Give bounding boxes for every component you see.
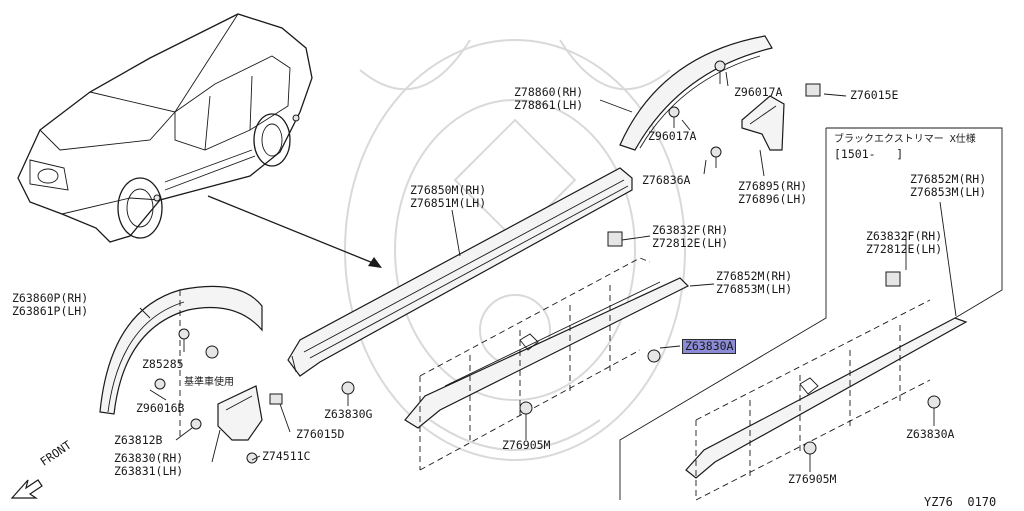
diagram-code: YZ76 0170 bbox=[924, 495, 997, 509]
part-label-z78861[interactable]: Z78861(LH) bbox=[514, 98, 584, 112]
direction-arrow bbox=[207, 195, 382, 268]
part-label-z76015e[interactable]: Z76015E bbox=[850, 88, 899, 102]
part-label-z63832f-right[interactable]: Z63832F(RH) bbox=[866, 229, 943, 243]
part-label-z76850m[interactable]: Z76850M(RH) bbox=[410, 183, 487, 197]
part-label-z74511c[interactable]: Z74511C bbox=[262, 449, 311, 463]
vehicle-illustration bbox=[17, 13, 313, 243]
part-label-z96017a-top[interactable]: Z96017A bbox=[734, 85, 783, 99]
part-label-z63832f-center[interactable]: Z63832F(RH) bbox=[652, 223, 729, 237]
lower-sill-panel-center bbox=[404, 257, 690, 471]
part-label-z76905m-right[interactable]: Z76905M bbox=[788, 472, 837, 486]
option-box-outline bbox=[619, 127, 1003, 500]
part-label-z63830a-highlighted[interactable]: Z63830A bbox=[682, 339, 737, 354]
leader-lines bbox=[139, 71, 957, 472]
watermark-emblem bbox=[344, 39, 686, 461]
lower-sill-panel-right bbox=[685, 299, 968, 501]
part-label-z76896[interactable]: Z76896(LH) bbox=[738, 192, 808, 206]
option-note-black-extrim: ブラックエクストリマー X仕様 bbox=[834, 134, 976, 145]
part-label-z63830[interactable]: Z63830(RH) bbox=[114, 451, 184, 465]
side-sill-molding-main bbox=[287, 167, 633, 377]
part-label-z76836a[interactable]: Z76836A bbox=[642, 173, 691, 187]
part-label-z76852m-right[interactable]: Z76852M(RH) bbox=[910, 172, 987, 186]
front-wheel-arch bbox=[99, 285, 263, 440]
part-label-z63812b[interactable]: Z63812B bbox=[114, 433, 163, 447]
part-label-z96017a-mid[interactable]: Z96017A bbox=[648, 129, 697, 143]
part-label-z63860p[interactable]: Z63860P(RH) bbox=[12, 291, 89, 305]
part-label-z63861p[interactable]: Z63861P(LH) bbox=[12, 304, 89, 318]
option-note-date: [1501- ] bbox=[834, 147, 904, 161]
part-label-z63830g[interactable]: Z63830G bbox=[324, 407, 373, 421]
front-mud-guard bbox=[217, 385, 263, 441]
part-label-z78860[interactable]: Z78860(RH) bbox=[514, 85, 584, 99]
part-label-z72812e-center[interactable]: Z72812E(LH) bbox=[652, 236, 729, 250]
standard-use-note: 基準車使用 bbox=[184, 377, 234, 388]
part-label-z76853m-right[interactable]: Z76853M(LH) bbox=[910, 185, 987, 199]
part-label-z76015d[interactable]: Z76015D bbox=[296, 427, 345, 441]
part-label-z85285[interactable]: Z85285 bbox=[142, 357, 184, 371]
part-label-z76905m-center[interactable]: Z76905M bbox=[502, 438, 551, 452]
part-label-z96016b[interactable]: Z96016B bbox=[136, 401, 185, 415]
rear-wheel-arch bbox=[619, 35, 773, 151]
fasteners bbox=[154, 60, 941, 464]
rear-mud-guard bbox=[741, 95, 785, 151]
part-label-z76895[interactable]: Z76895(RH) bbox=[738, 179, 808, 193]
front-arrow-icon bbox=[10, 479, 43, 499]
part-label-z63830a-right[interactable]: Z63830A bbox=[906, 427, 955, 441]
part-label-z72812e-right[interactable]: Z72812E(LH) bbox=[866, 242, 943, 256]
part-label-z76852m-center[interactable]: Z76852M(RH) bbox=[716, 269, 793, 283]
part-label-z76851m[interactable]: Z76851M(LH) bbox=[410, 196, 487, 210]
part-label-z63831[interactable]: Z63831(LH) bbox=[114, 464, 184, 478]
part-label-z76853m-center[interactable]: Z76853M(LH) bbox=[716, 282, 793, 296]
